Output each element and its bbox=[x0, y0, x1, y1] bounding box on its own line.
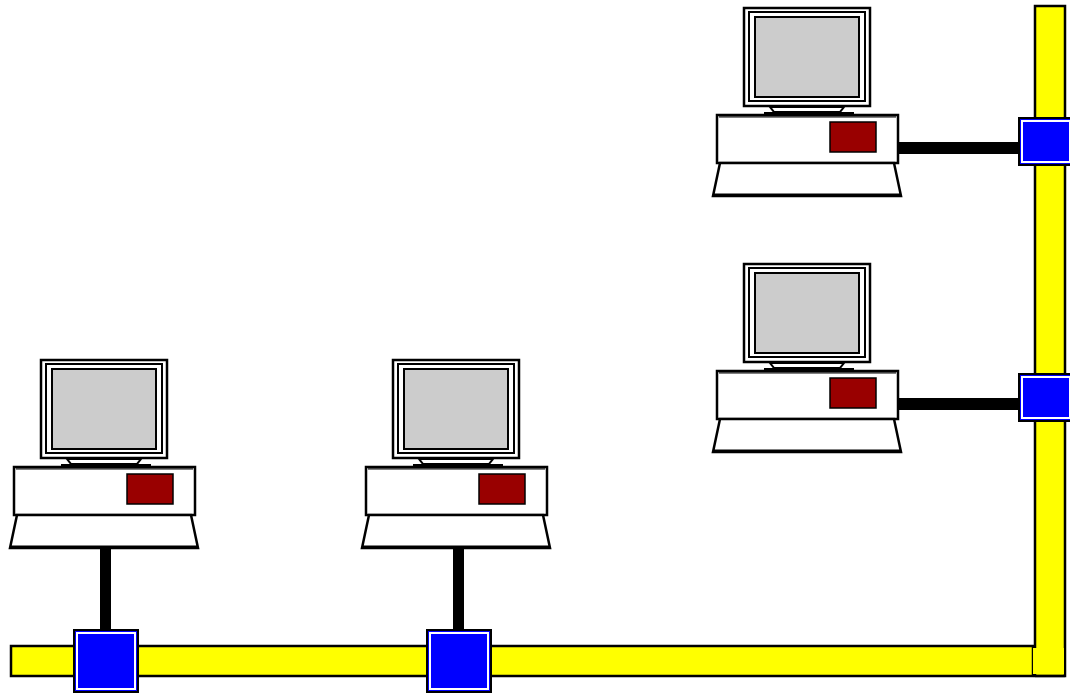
computer-1 bbox=[8, 358, 200, 550]
desktop-computer-icon bbox=[711, 262, 903, 454]
desktop-computer-icon bbox=[360, 358, 552, 550]
bus-horizontal-segment bbox=[9, 644, 1035, 678]
desktop-computer-icon bbox=[711, 6, 903, 198]
bus-backbone bbox=[9, 4, 1067, 678]
cable-1 bbox=[100, 545, 111, 631]
computer-3 bbox=[711, 6, 903, 198]
cable-3 bbox=[897, 142, 1020, 154]
connector-2 bbox=[426, 629, 492, 693]
connector-3 bbox=[1018, 117, 1070, 166]
desktop-computer-icon bbox=[8, 358, 200, 550]
cable-2 bbox=[453, 545, 464, 631]
drop-cables bbox=[100, 142, 1020, 631]
connector-1 bbox=[73, 629, 139, 693]
computer-4 bbox=[711, 262, 903, 454]
cable-4 bbox=[897, 398, 1020, 410]
computers bbox=[8, 6, 903, 550]
bus-vertical-segment bbox=[1033, 4, 1067, 678]
computer-2 bbox=[360, 358, 552, 550]
connectors bbox=[73, 117, 1070, 693]
connector-4 bbox=[1018, 373, 1070, 422]
